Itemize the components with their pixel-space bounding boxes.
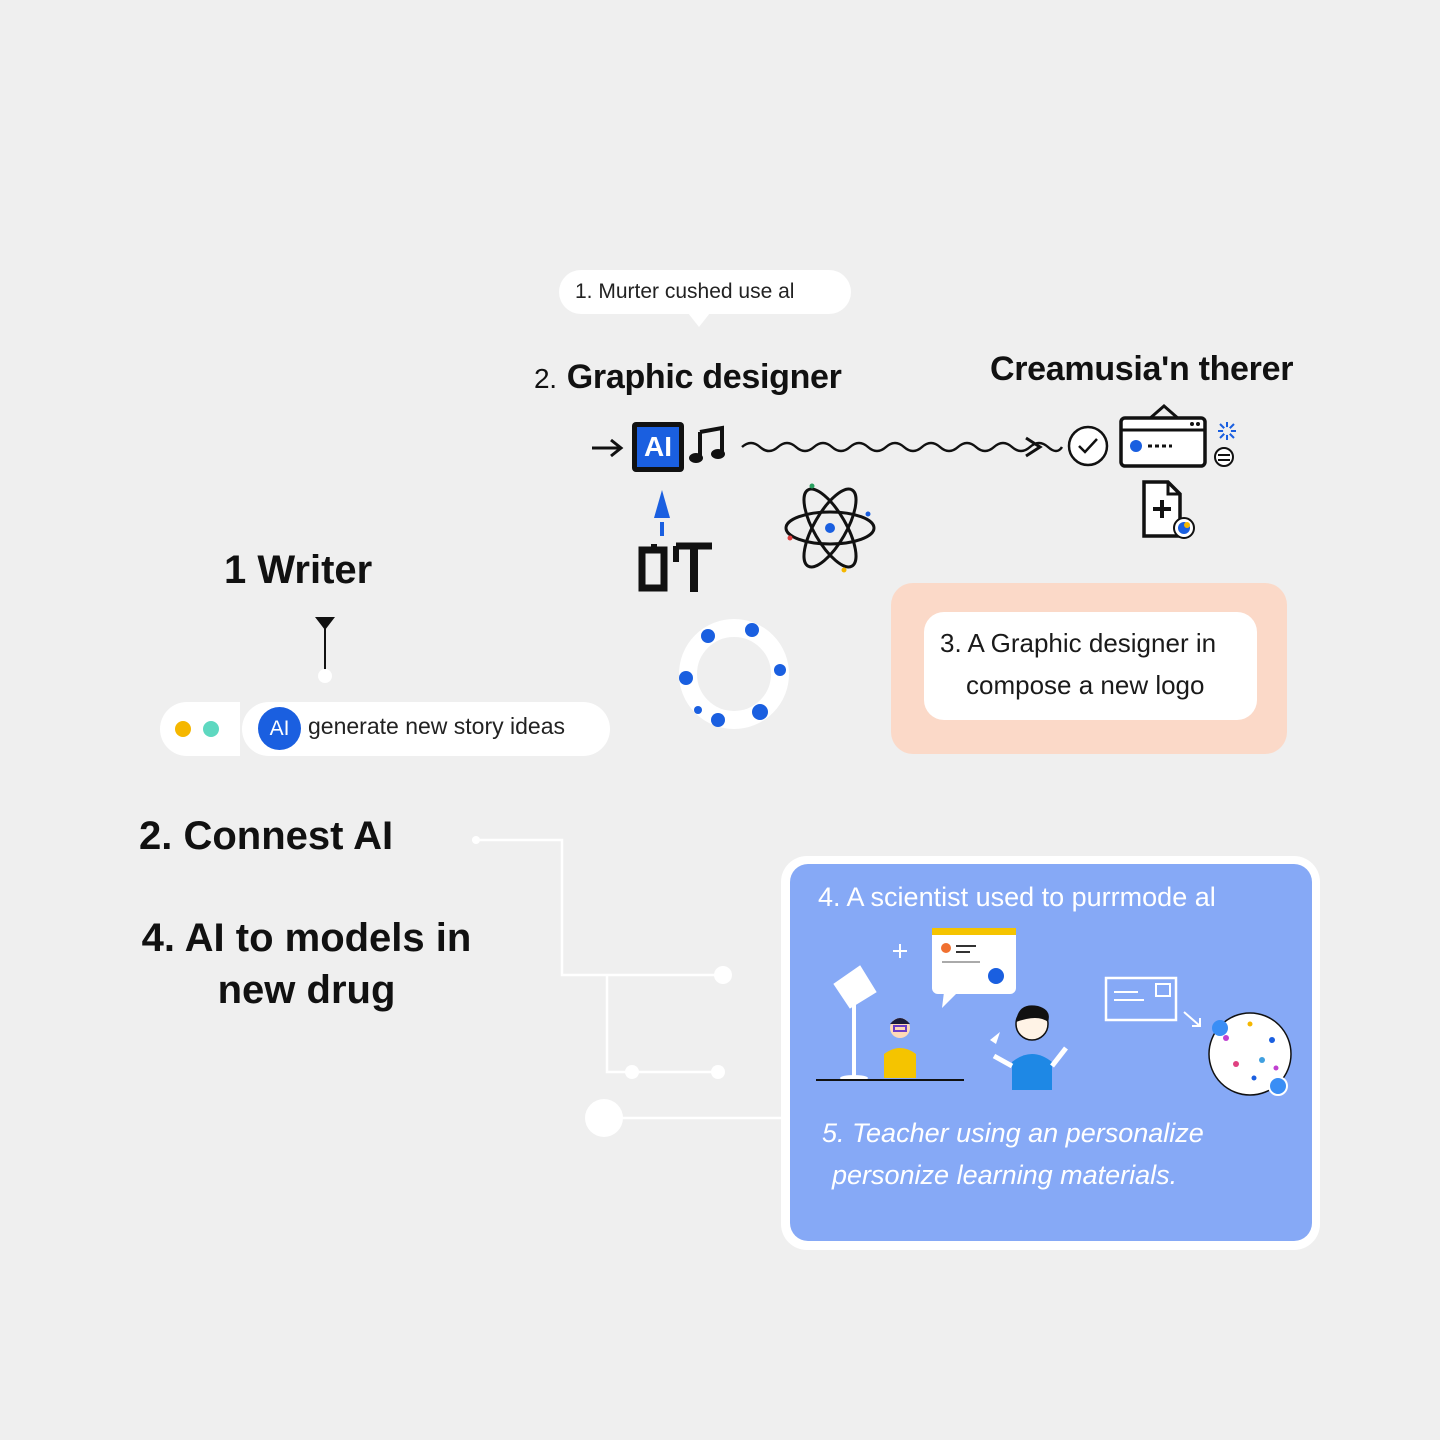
document-add-icon (1142, 480, 1195, 539)
atom-icon (784, 483, 876, 573)
models-heading: 4. AI to models in new drug (139, 912, 474, 1016)
callout-bubble: 1. Murter cushed use al (559, 270, 851, 314)
loading-ring-icon (679, 619, 789, 729)
browser-window-icon (1119, 404, 1207, 468)
ai-tile-label: AI (637, 427, 679, 467)
face-icon (1214, 447, 1234, 467)
music-note-icon (689, 425, 725, 463)
logo-card-text: 3. A Graphic designer in compose a new l… (924, 612, 1257, 720)
id-card-icon (1104, 976, 1178, 1022)
person-desk-icon (884, 1018, 916, 1078)
models-line2: new drug (217, 968, 396, 1012)
science-card-footer-line2: personize learning materials. (832, 1160, 1178, 1190)
models-line1: 4. AI to models in (141, 916, 472, 960)
graphic-designer-number: 2. (534, 363, 557, 394)
callout-tail (688, 313, 710, 327)
wavy-arrow-icon (741, 436, 1064, 458)
graphic-designer-heading: 2. Graphic designer (534, 358, 842, 397)
window-dot-yellow[interactable] (175, 721, 191, 737)
science-card-footer-line1: 5. Teacher using an personalize (822, 1118, 1204, 1148)
right-arrow-icon (592, 438, 624, 458)
science-card: 4. A scientist used to purrmode al (790, 864, 1312, 1241)
student-character-icon (990, 1005, 1068, 1090)
writer-heading: 1 Writer (224, 548, 373, 592)
molecule-sphere-icon (1208, 1012, 1292, 1096)
chat-window-icon (932, 928, 1016, 1008)
science-card-title: 4. A scientist used to purrmode al (818, 882, 1216, 912)
sparkle-icon (1218, 422, 1236, 440)
logo-card-line2: compose a new logo (966, 670, 1205, 700)
window-dot-teal[interactable] (203, 721, 219, 737)
prompt-input[interactable] (242, 702, 610, 756)
writer-connector (315, 617, 335, 683)
rocket-icon (654, 490, 670, 536)
lamp-illustration-icon (816, 944, 964, 1081)
ot-glyph-icon (638, 542, 712, 592)
prompt-window-controls (160, 702, 240, 756)
logo-card-line1: 3. A Graphic designer in (940, 628, 1217, 658)
prompt-text[interactable]: generate new story ideas (308, 713, 565, 739)
ai-badge-icon: AI (258, 707, 301, 750)
ai-tile: AI (632, 422, 684, 472)
small-arrow-icon (1183, 1011, 1201, 1027)
top-right-heading: Creamusia'n therer (990, 350, 1294, 388)
graphic-designer-title: Graphic designer (566, 358, 842, 396)
connest-heading: 2. Connest AI (139, 814, 394, 858)
check-circle-icon (1067, 425, 1109, 467)
